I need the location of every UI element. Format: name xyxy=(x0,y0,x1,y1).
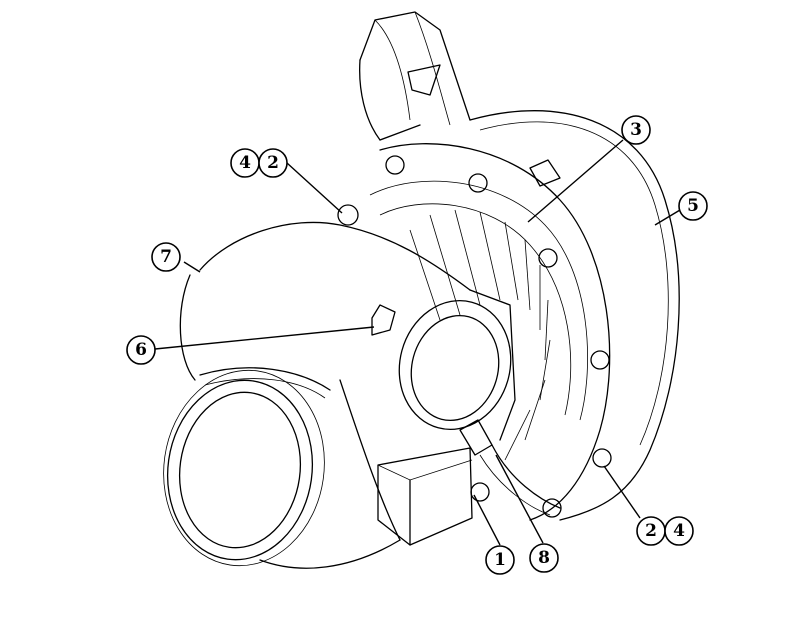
callout-2-lower: 2 xyxy=(636,516,666,546)
callout-7: 7 xyxy=(151,242,181,272)
callout-2-upper-label: 2 xyxy=(267,153,279,173)
callout-4-lower-label: 4 xyxy=(673,521,685,541)
callout-7-label: 7 xyxy=(160,247,172,267)
callout-3: 3 xyxy=(621,115,651,145)
compressor-housing xyxy=(359,11,680,521)
turbine-housing xyxy=(163,221,516,569)
callout-5: 5 xyxy=(678,191,708,221)
leader-lines xyxy=(154,139,681,546)
callout-2-upper: 2 xyxy=(258,148,288,178)
callout-6-label: 6 xyxy=(135,340,147,360)
v-band-clamp xyxy=(459,419,561,516)
callout-1: 1 xyxy=(485,545,515,575)
callout-8: 8 xyxy=(529,543,559,573)
callout-3-label: 3 xyxy=(630,120,642,140)
callout-5-label: 5 xyxy=(687,196,699,216)
callout-4-upper: 4 xyxy=(230,148,260,178)
callout-4-upper-label: 4 xyxy=(239,153,251,173)
callout-4-lower: 4 xyxy=(664,516,694,546)
callout-2-lower-label: 2 xyxy=(645,521,657,541)
callout-8-label: 8 xyxy=(538,548,550,568)
center-housing-flange xyxy=(337,143,612,521)
callout-1-label: 1 xyxy=(494,550,506,570)
callout-6: 6 xyxy=(126,335,156,365)
